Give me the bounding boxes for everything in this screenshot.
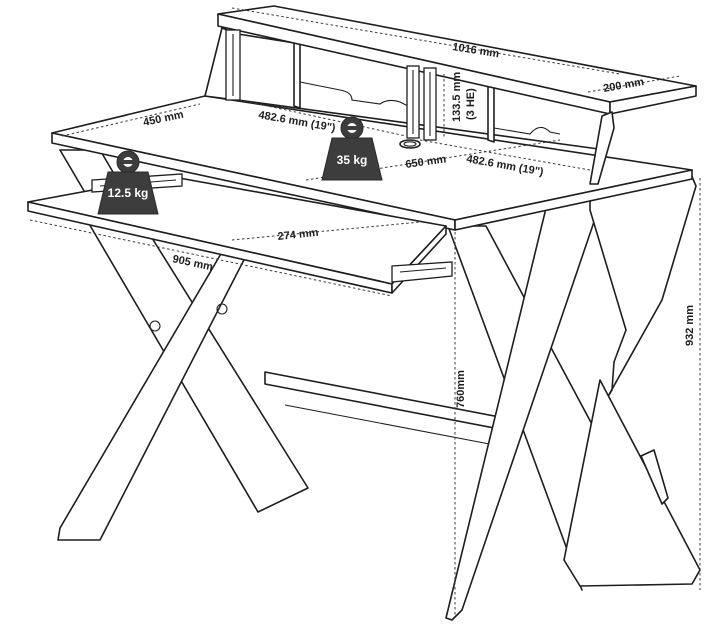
label-rack-height: 133.5 mm — [451, 72, 463, 122]
label-rack-units: (3 HE) — [465, 88, 477, 120]
hutch-divider-left — [293, 41, 301, 109]
leg-hole-left — [149, 320, 161, 332]
dim-line-keyboard-depth — [231, 221, 421, 241]
label-desk-height: 760mm — [455, 370, 467, 408]
weight-icon-tray: 12.5 kg — [97, 150, 159, 215]
label-keyboard-width: 905 mm — [171, 253, 214, 273]
cable-cutout-right — [493, 126, 561, 135]
dim-line-top-width — [231, 7, 621, 75]
dim-line-desk-depth — [61, 103, 201, 137]
rack-rail-center-left — [406, 65, 420, 139]
rack-rail-left — [225, 29, 241, 101]
leg-hole-right — [216, 303, 228, 315]
dim-line-rack-right — [419, 139, 591, 171]
label-total-height: 932 mm — [684, 305, 696, 346]
weight-icon-desk: 35 kg — [321, 116, 383, 181]
weight-tray-label: 12.5 kg — [108, 186, 149, 200]
cable-grommet-icon — [399, 139, 421, 149]
hutch-top-right-edge — [609, 85, 697, 115]
desk-top-right-edge — [454, 169, 693, 231]
dim-line-shelf-depth — [587, 75, 681, 93]
dim-line-keyboard-width — [29, 219, 393, 297]
cable-cutout-left — [299, 81, 409, 107]
label-inner-width: 650 mm — [405, 153, 447, 171]
rack-rail-center-right — [423, 67, 437, 141]
weight-desk-label: 35 kg — [337, 153, 368, 167]
right-rear-leg-foot — [563, 379, 701, 587]
lower-beam — [284, 404, 501, 447]
rear-beam — [264, 371, 516, 433]
side-bracket — [640, 449, 669, 505]
label-keyboard-depth: 274 mm — [277, 227, 319, 243]
hutch-right-leg — [589, 111, 615, 185]
drawer-slide-right — [391, 261, 453, 283]
right-rear-leg — [589, 171, 697, 401]
dim-line-rack-left — [239, 99, 407, 137]
